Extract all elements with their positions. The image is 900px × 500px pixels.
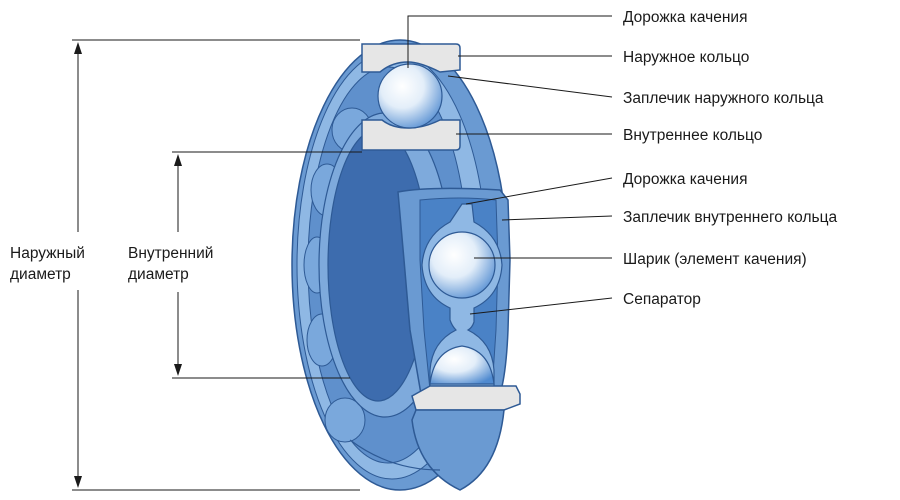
bottom-section <box>411 385 521 411</box>
part-labels: Дорожка качения Наружное кольцо Заплечик… <box>623 9 837 308</box>
leader-lines <box>407 15 613 315</box>
label-outer-raceway: Дорожка качения <box>623 9 747 26</box>
outer-ring-section <box>361 43 461 73</box>
outer-diameter-dimension: Наружный диаметр <box>10 39 360 491</box>
outer-diameter-label-1: Наружный <box>10 245 85 262</box>
label-inner-ring: Внутреннее кольцо <box>623 127 762 144</box>
label-outer-shoulder: Заплечик наружного кольца <box>623 90 824 107</box>
label-outer-ring: Наружное кольцо <box>623 49 749 66</box>
middle-ball <box>428 231 496 299</box>
label-cage: Сепаратор <box>623 291 701 308</box>
label-ball: Шарик (элемент качения) <box>623 251 807 268</box>
outer-diameter-label-2: диаметр <box>10 266 71 283</box>
lower-ball <box>429 345 495 385</box>
top-ball <box>377 63 443 129</box>
inner-ring-section <box>361 119 461 151</box>
label-inner-raceway: Дорожка качения <box>623 171 747 188</box>
outer-ring-lower-arc <box>349 439 441 471</box>
inner-diameter-label-1: Внутренний <box>128 245 213 262</box>
label-inner-shoulder: Заплечик внутреннего кольца <box>623 209 837 226</box>
hidden-ball <box>324 397 366 443</box>
inner-diameter-label-2: диаметр <box>128 266 189 283</box>
inner-diameter-dimension: Внутренний диаметр <box>128 151 362 379</box>
bearing-body <box>291 39 521 491</box>
